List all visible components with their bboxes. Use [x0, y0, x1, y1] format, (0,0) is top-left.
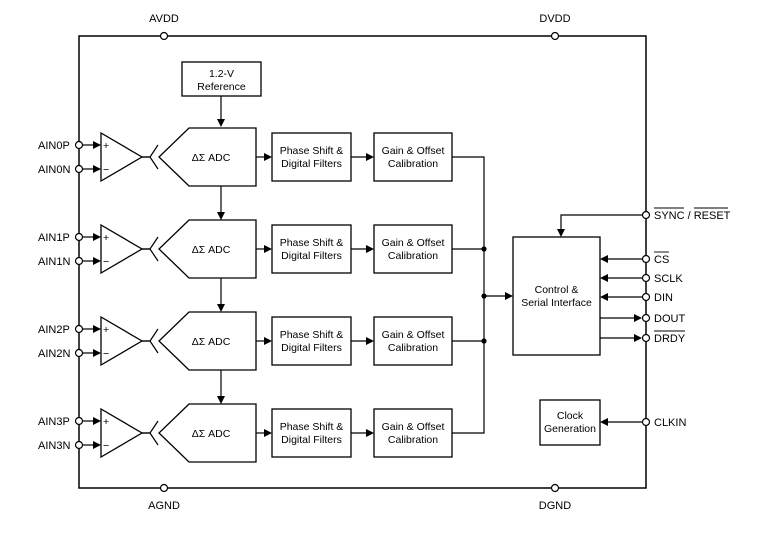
filters-line2: Digital Filters: [281, 342, 342, 354]
pin-cs-label: CS: [654, 254, 669, 266]
gain-line2: Calibration: [388, 158, 438, 170]
input-buffer-amplifier: [100, 131, 144, 183]
amp-minus-sign: −: [103, 256, 109, 268]
input-pin-p-label: AIN3P: [38, 416, 70, 428]
pin-din: DIN: [600, 292, 673, 304]
phase-shift-digital-filters: [271, 224, 352, 274]
filters-line1: Phase Shift &: [280, 329, 344, 341]
pin-drdy-label: DRDY: [654, 333, 686, 345]
pin-avdd: AVDD: [149, 13, 179, 41]
input-pin-p: [74, 140, 84, 150]
adc-label: ΔΣ ADC: [192, 244, 231, 256]
pin-sclk: SCLK: [600, 273, 683, 285]
pin-dvdd-label: DVDD: [539, 13, 570, 25]
clock-line1: Clock: [557, 410, 584, 422]
filters-line1: Phase Shift &: [280, 145, 344, 157]
control-serial-interface-block: Control & Serial Interface: [512, 236, 601, 356]
amp-plus-sign: +: [103, 232, 109, 244]
channel-2: AIN2P AIN2N + − ΔΣ ADC Phase Shift &Digital F…: [38, 311, 453, 404]
adc-label: ΔΣ ADC: [192, 428, 231, 440]
pin-dgnd-label: DGND: [539, 500, 571, 512]
input-pin-n: [74, 256, 84, 266]
input-buffer-amplifier: [100, 407, 144, 459]
channel-3: AIN3P AIN3N + − ΔΣ ADC Phase Shift &Digital F…: [38, 403, 453, 463]
input-pin-p-label: AIN1P: [38, 232, 70, 244]
pin-sclk-label: SCLK: [654, 273, 683, 285]
gain-offset-calibration: [373, 316, 453, 366]
channel-1: AIN1P AIN1N + − ΔΣ ADC Phase Shift &Digital F…: [38, 219, 453, 312]
pin-din-label: DIN: [654, 292, 673, 304]
amp-minus-sign: −: [103, 348, 109, 360]
gain-offset-calibration: [373, 408, 453, 458]
gain-line1: Gain & Offset: [382, 237, 445, 249]
gain-offset-calibration: [373, 224, 453, 274]
phase-shift-digital-filters: [271, 316, 352, 366]
channel-0: AIN0P AIN0N + − ΔΣ ADC Phase Shift &Digital F…: [38, 127, 453, 220]
amp-minus-sign: −: [103, 164, 109, 176]
filters-line1: Phase Shift &: [280, 237, 344, 249]
filters-line2: Digital Filters: [281, 158, 342, 170]
amp-minus-sign: −: [103, 440, 109, 452]
phase-shift-digital-filters: [271, 408, 352, 458]
pin-dout: DOUT: [600, 313, 685, 325]
delta-sigma-adc: [158, 219, 257, 279]
input-pin-n-label: AIN2N: [38, 348, 70, 360]
gain-line1: Gain & Offset: [382, 145, 445, 157]
pin-drdy: DRDY: [600, 330, 686, 345]
gain-line1: Gain & Offset: [382, 329, 445, 341]
pin-sync-reset: SYNC / RESET: [557, 207, 731, 237]
input-pin-p: [74, 324, 84, 334]
pin-sync-reset-label: SYNC / RESET: [654, 210, 731, 222]
amp-plus-sign: +: [103, 324, 109, 336]
input-pin-n: [74, 348, 84, 358]
delta-sigma-adc: [158, 127, 257, 187]
clock-generation-block: Clock Generation: [539, 399, 601, 446]
gain-line2: Calibration: [388, 250, 438, 262]
pin-dvdd: DVDD: [539, 13, 571, 41]
reference-block: 1.2-V Reference: [181, 61, 262, 97]
gain-line2: Calibration: [388, 342, 438, 354]
reference-line2: Reference: [197, 81, 246, 93]
input-buffer-amplifier: [100, 223, 144, 275]
input-buffer-amplifier: [100, 315, 144, 367]
filters-line2: Digital Filters: [281, 434, 342, 446]
pin-clkin-label: CLKIN: [654, 417, 686, 429]
pin-avdd-label: AVDD: [149, 13, 179, 25]
input-pin-p: [74, 232, 84, 242]
input-pin-n: [74, 164, 84, 174]
amp-plus-sign: +: [103, 140, 109, 152]
pin-dgnd: DGND: [539, 483, 571, 512]
adc-label: ΔΣ ADC: [192, 336, 231, 348]
control-line2: Serial Interface: [521, 297, 592, 309]
delta-sigma-adc: [158, 311, 257, 371]
pin-cs: CS: [600, 251, 669, 266]
delta-sigma-adc: [158, 403, 257, 463]
control-line1: Control &: [535, 284, 579, 296]
input-pin-n-label: AIN3N: [38, 440, 70, 452]
gain-line1: Gain & Offset: [382, 421, 445, 433]
input-pin-n: [74, 440, 84, 450]
reference-line1: 1.2-V: [209, 68, 234, 80]
gain-offset-calibration: [373, 132, 453, 182]
input-pin-n-label: AIN1N: [38, 256, 70, 268]
phase-shift-digital-filters: [271, 132, 352, 182]
filters-line2: Digital Filters: [281, 250, 342, 262]
input-pin-p: [74, 416, 84, 426]
pin-dout-label: DOUT: [654, 313, 685, 325]
amp-plus-sign: +: [103, 416, 109, 428]
input-pin-p-label: AIN2P: [38, 324, 70, 336]
gain-line2: Calibration: [388, 434, 438, 446]
clock-line2: Generation: [544, 423, 596, 435]
pin-clkin: CLKIN: [600, 417, 686, 429]
input-pin-p-label: AIN0P: [38, 140, 70, 152]
adc-label: ΔΣ ADC: [192, 152, 231, 164]
input-pin-n-label: AIN0N: [38, 164, 70, 176]
filters-line1: Phase Shift &: [280, 421, 344, 433]
pin-agnd-label: AGND: [148, 500, 180, 512]
pin-agnd: AGND: [148, 483, 180, 512]
